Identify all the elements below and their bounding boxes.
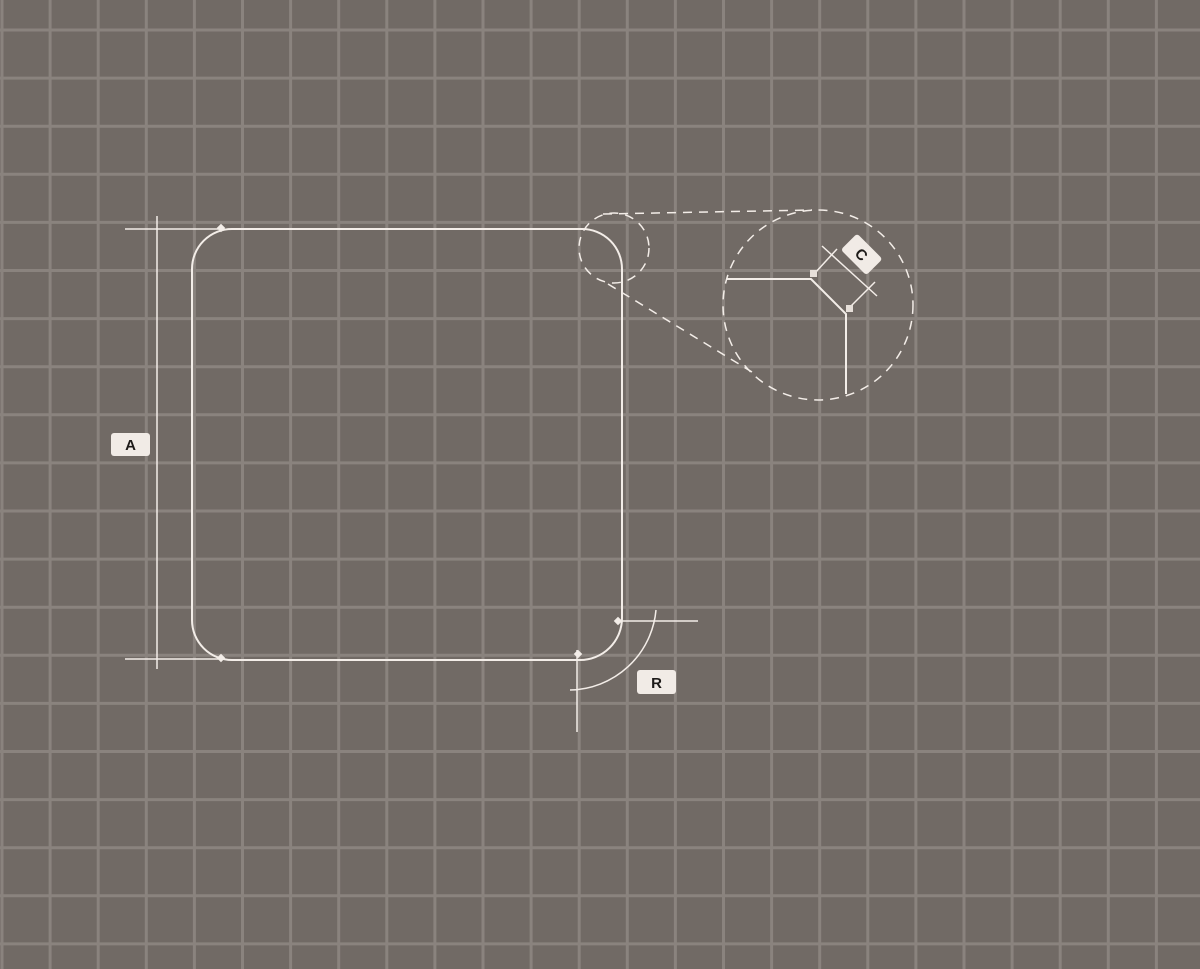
dimension-r [569, 609, 698, 732]
magnifier-callout [578, 209, 914, 401]
callout-tangent-bottom [607, 283, 753, 373]
extension-line [848, 281, 876, 309]
label-r-text: R [651, 675, 662, 692]
diamond-marker [216, 223, 226, 233]
extension-line [813, 248, 838, 275]
rounded-rectangle-outline [191, 228, 623, 661]
diamond-marker [573, 649, 583, 659]
label-a-text: A [125, 437, 136, 454]
dimension-a [125, 216, 226, 669]
chamfer-detail [727, 245, 878, 394]
magnifier-circle [722, 209, 914, 401]
dimension-c-line [821, 245, 878, 297]
chamfer-outline [727, 278, 847, 394]
callout-tangent-top [602, 209, 813, 215]
square-marker [846, 305, 853, 312]
diamond-marker [613, 616, 623, 626]
magnified-region-circle [578, 212, 650, 284]
radius-arc [569, 609, 657, 691]
rounded-rectangle-drawing [191, 228, 623, 661]
label-r: R [637, 670, 676, 694]
label-a: A [111, 433, 150, 456]
label-c: C [842, 234, 882, 274]
square-marker [810, 270, 817, 277]
